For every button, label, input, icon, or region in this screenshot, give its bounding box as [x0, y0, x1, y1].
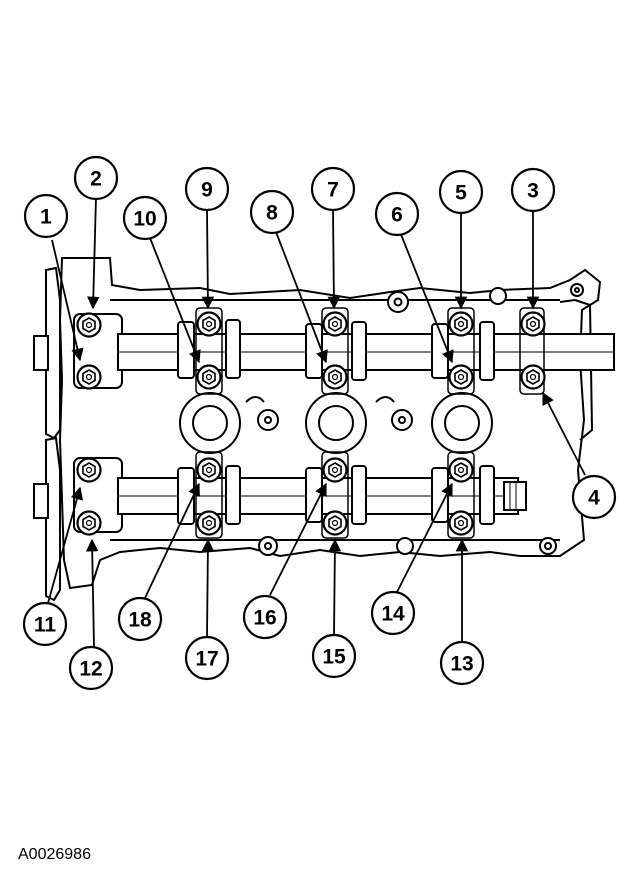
callout-9: 9 [184, 166, 230, 212]
leader-arrows [47, 197, 586, 648]
callouts: 1 2 3 4 5 6 7 8 9 10 11 12 13 14 15 16 1… [22, 155, 617, 691]
svg-text:6: 6 [391, 204, 403, 227]
callout-13: 13 [439, 640, 485, 686]
svg-text:12: 12 [79, 658, 102, 681]
callout-18: 18 [117, 596, 163, 642]
figure-reference-id: A0026986 [18, 846, 91, 863]
front-gear-plate [33, 266, 123, 602]
svg-text:8: 8 [266, 202, 278, 225]
callout-16: 16 [242, 594, 288, 640]
callout-10: 10 [122, 195, 168, 241]
cam-lobes [177, 319, 495, 525]
callout-4: 4 [571, 474, 617, 520]
callout-8: 8 [249, 189, 295, 235]
callout-2: 2 [73, 155, 119, 201]
svg-text:17: 17 [195, 648, 218, 671]
callout-15: 15 [311, 633, 357, 679]
head-bosses [258, 283, 584, 556]
callout-17: 17 [184, 635, 230, 681]
svg-text:15: 15 [322, 646, 346, 669]
svg-text:9: 9 [201, 179, 213, 202]
svg-text:18: 18 [128, 609, 152, 632]
callout-11: 11 [22, 601, 68, 647]
svg-text:7: 7 [327, 179, 339, 202]
callout-1: 1 [23, 193, 69, 239]
callout-6: 6 [374, 191, 420, 237]
svg-text:13: 13 [450, 653, 473, 676]
spark-plug-wells [179, 392, 493, 454]
svg-text:1: 1 [40, 206, 52, 229]
callout-3: 3 [510, 167, 556, 213]
svg-text:4: 4 [588, 487, 600, 510]
svg-text:2: 2 [90, 168, 102, 191]
svg-text:5: 5 [455, 182, 467, 205]
svg-text:10: 10 [133, 208, 156, 231]
svg-text:16: 16 [253, 607, 276, 630]
callout-14: 14 [370, 590, 416, 636]
callout-7: 7 [310, 166, 356, 212]
callout-5: 5 [438, 169, 484, 215]
callout-12: 12 [68, 645, 114, 691]
svg-text:11: 11 [34, 614, 57, 637]
svg-text:3: 3 [527, 180, 539, 203]
svg-text:14: 14 [381, 603, 405, 626]
